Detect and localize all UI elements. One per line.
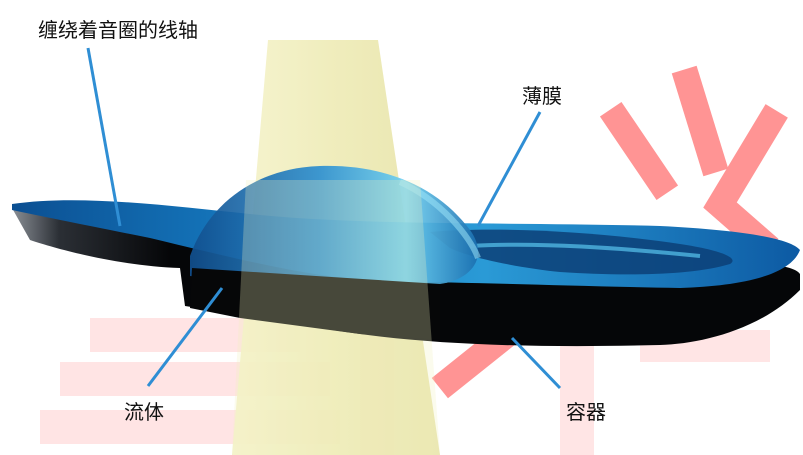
container-pointer [510,336,562,390]
spool-label: 缠绕着音圈的线轴 [38,18,198,42]
fluid-column [190,268,440,340]
membrane-groove-highlight [469,242,701,258]
fluid-pointer [146,287,224,387]
membrane-label: 薄膜 [522,84,562,108]
container-label: 容器 [566,400,606,424]
dome-highlight [398,179,481,260]
spool-beam-overlay [232,180,440,455]
membrane-groove [430,229,733,275]
fluid-dome [190,165,479,288]
pointer-lines [86,47,562,390]
spool-pointer [86,47,122,227]
membrane-pointer [476,111,542,227]
fluid-label: 流体 [124,400,164,424]
